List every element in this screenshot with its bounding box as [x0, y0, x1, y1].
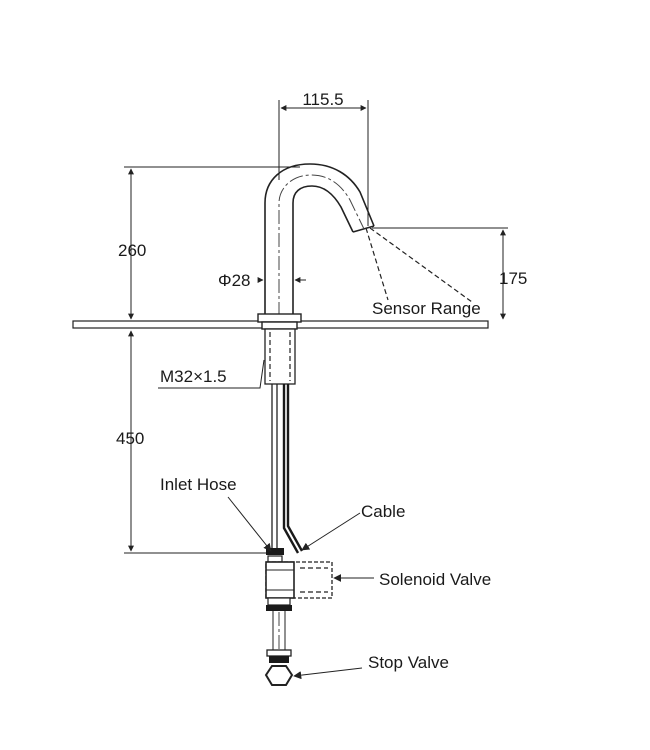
dimension-spout-height-value: 175	[499, 269, 527, 288]
inlet-hose	[271, 384, 278, 548]
faucet-base	[257, 313, 302, 330]
inlet-hose-label: Inlet Hose	[160, 475, 237, 494]
stop-valve-label: Stop Valve	[368, 653, 449, 672]
dimension-diameter: Φ28	[218, 271, 306, 290]
dimension-spout-reach-value: 115.5	[302, 90, 343, 109]
lower-fitting	[266, 597, 292, 611]
dimension-spout-height: 175	[372, 227, 527, 320]
sensor-range-lines	[365, 227, 473, 303]
solenoid-valve-label: Solenoid Valve	[379, 570, 491, 589]
stop-valve	[264, 649, 294, 686]
stop-valve-callout: Stop Valve	[293, 653, 449, 680]
cable-callout: Cable	[301, 502, 405, 551]
solenoid-valve	[265, 561, 333, 599]
thread-label: M32×1.5	[160, 367, 227, 386]
threaded-shank	[264, 328, 296, 385]
thread-callout: M32×1.5	[158, 359, 265, 389]
solenoid-valve-callout: Solenoid Valve	[333, 570, 491, 589]
cable-label: Cable	[361, 502, 405, 521]
hose-connector	[266, 548, 284, 563]
dimension-total-height: 260	[118, 166, 300, 320]
dimension-diameter-value: Φ28	[218, 271, 250, 290]
dimension-total-height-value: 260	[118, 241, 146, 260]
dimension-below-deck: 450	[116, 330, 266, 554]
cable	[282, 384, 304, 554]
dimension-below-deck-value: 450	[116, 429, 144, 448]
faucet-spout	[264, 163, 375, 316]
supply-pipe	[272, 611, 286, 650]
sensor-range-label: Sensor Range	[372, 299, 481, 318]
inlet-hose-callout: Inlet Hose	[160, 475, 272, 552]
